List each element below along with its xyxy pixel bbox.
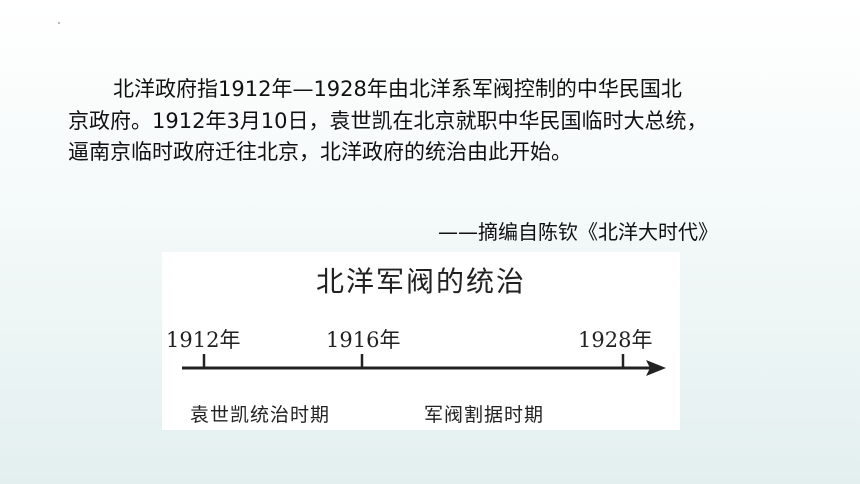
timeline-axis bbox=[182, 354, 666, 376]
source-citation: ——摘编自陈钦《北洋大时代》 bbox=[438, 220, 718, 244]
passage-line: 北洋政府指1912年—1928年由北洋系军阀控制的中华民国北 bbox=[113, 77, 682, 101]
period-label-yuan: 袁世凯统治时期 bbox=[190, 404, 331, 426]
passage-line: 逼南京临时政府迁往北京，北洋政府的统治由此开始。 bbox=[68, 140, 572, 164]
passage-line: 京政府。1912年3月10日，袁世凯在北京就职中华民国临时大总统， bbox=[68, 108, 708, 133]
year-label-1912: 1912年 bbox=[166, 328, 241, 352]
timeline-arrowhead bbox=[646, 360, 666, 376]
decorative-dot bbox=[58, 22, 60, 24]
timeline-title: 北洋军阀的统治 bbox=[315, 265, 526, 298]
passage-text: 北洋政府指1912年—1928年由北洋系军阀控制的中华民国北 京政府。1912年… bbox=[68, 74, 808, 169]
period-label-warlord: 军阀割据时期 bbox=[424, 404, 545, 426]
year-label-1916: 1916年 bbox=[326, 328, 401, 352]
year-label-1928: 1928年 bbox=[578, 328, 653, 352]
timeline-figure: 北洋军阀的统治 1912年 1916年 1928年 袁世凯统治时期 军阀割据时期 bbox=[162, 252, 680, 430]
